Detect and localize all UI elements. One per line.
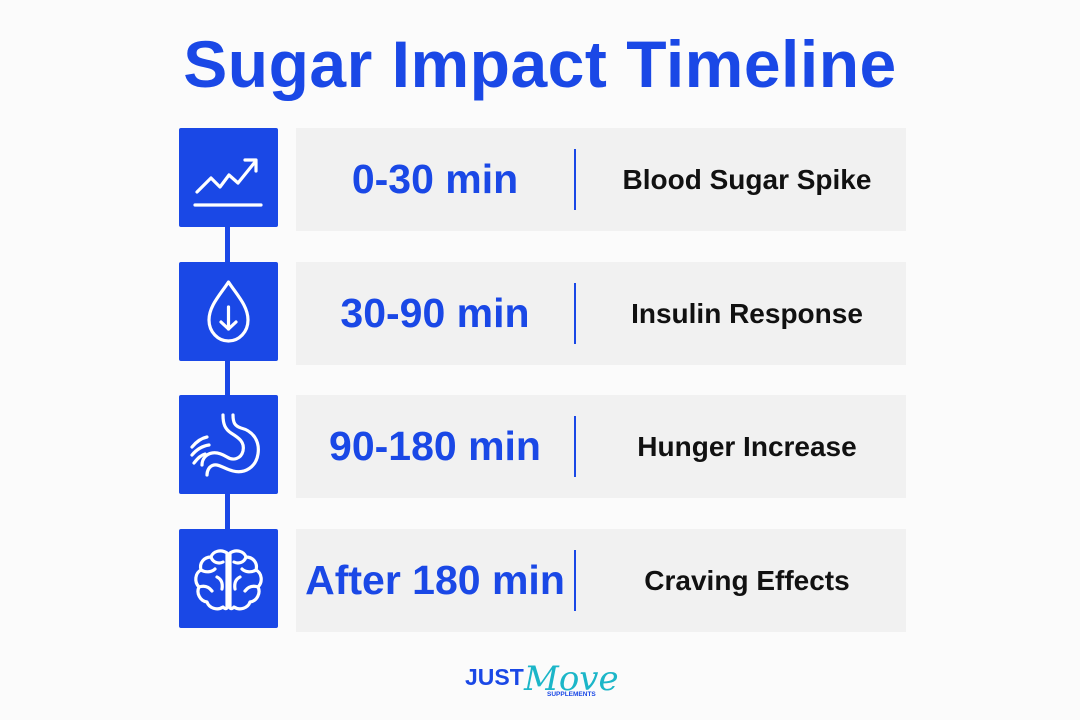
- row-divider: [574, 550, 576, 611]
- timeline-label: Insulin Response: [631, 297, 863, 329]
- timeline-icon-box: [179, 262, 278, 361]
- timeline-row: 0-30 min Blood Sugar Spike: [296, 128, 906, 231]
- droplet-arrow-down-icon: [207, 280, 250, 343]
- brain-icon: [194, 549, 263, 611]
- page-title: Sugar Impact Timeline: [183, 27, 897, 101]
- timeline-time: 90-180 min: [329, 423, 541, 469]
- stomach-icon: [190, 413, 260, 477]
- timeline-icon-box: [179, 128, 278, 227]
- row-divider: [574, 283, 576, 344]
- timeline-label: Blood Sugar Spike: [622, 163, 872, 195]
- row-divider: [574, 416, 576, 477]
- timeline-icon-box: [179, 529, 278, 628]
- just-move-supplements-logo: JUST Move SUPPLEMENTS: [465, 659, 619, 699]
- row-divider: [574, 149, 576, 210]
- timeline-time: 30-90 min: [340, 290, 530, 336]
- logo-word-just: JUST: [465, 664, 524, 690]
- timeline-icon-box: [179, 395, 278, 494]
- logo-word-move: Move: [523, 659, 619, 699]
- timeline-label: Craving Effects: [644, 564, 850, 596]
- timeline-row: 30-90 min Insulin Response: [296, 262, 906, 365]
- timeline-row: 90-180 min Hunger Increase: [296, 395, 906, 498]
- timeline-label: Hunger Increase: [637, 430, 857, 462]
- timeline-row: After 180 min Craving Effects: [296, 529, 906, 632]
- logo-word-supplements: SUPPLEMENTS: [547, 691, 596, 698]
- timeline-time: 0-30 min: [351, 156, 519, 202]
- timeline-time: After 180 min: [305, 557, 565, 603]
- timeline-connector-line: [225, 225, 230, 530]
- trending-up-chart-icon: [193, 158, 263, 207]
